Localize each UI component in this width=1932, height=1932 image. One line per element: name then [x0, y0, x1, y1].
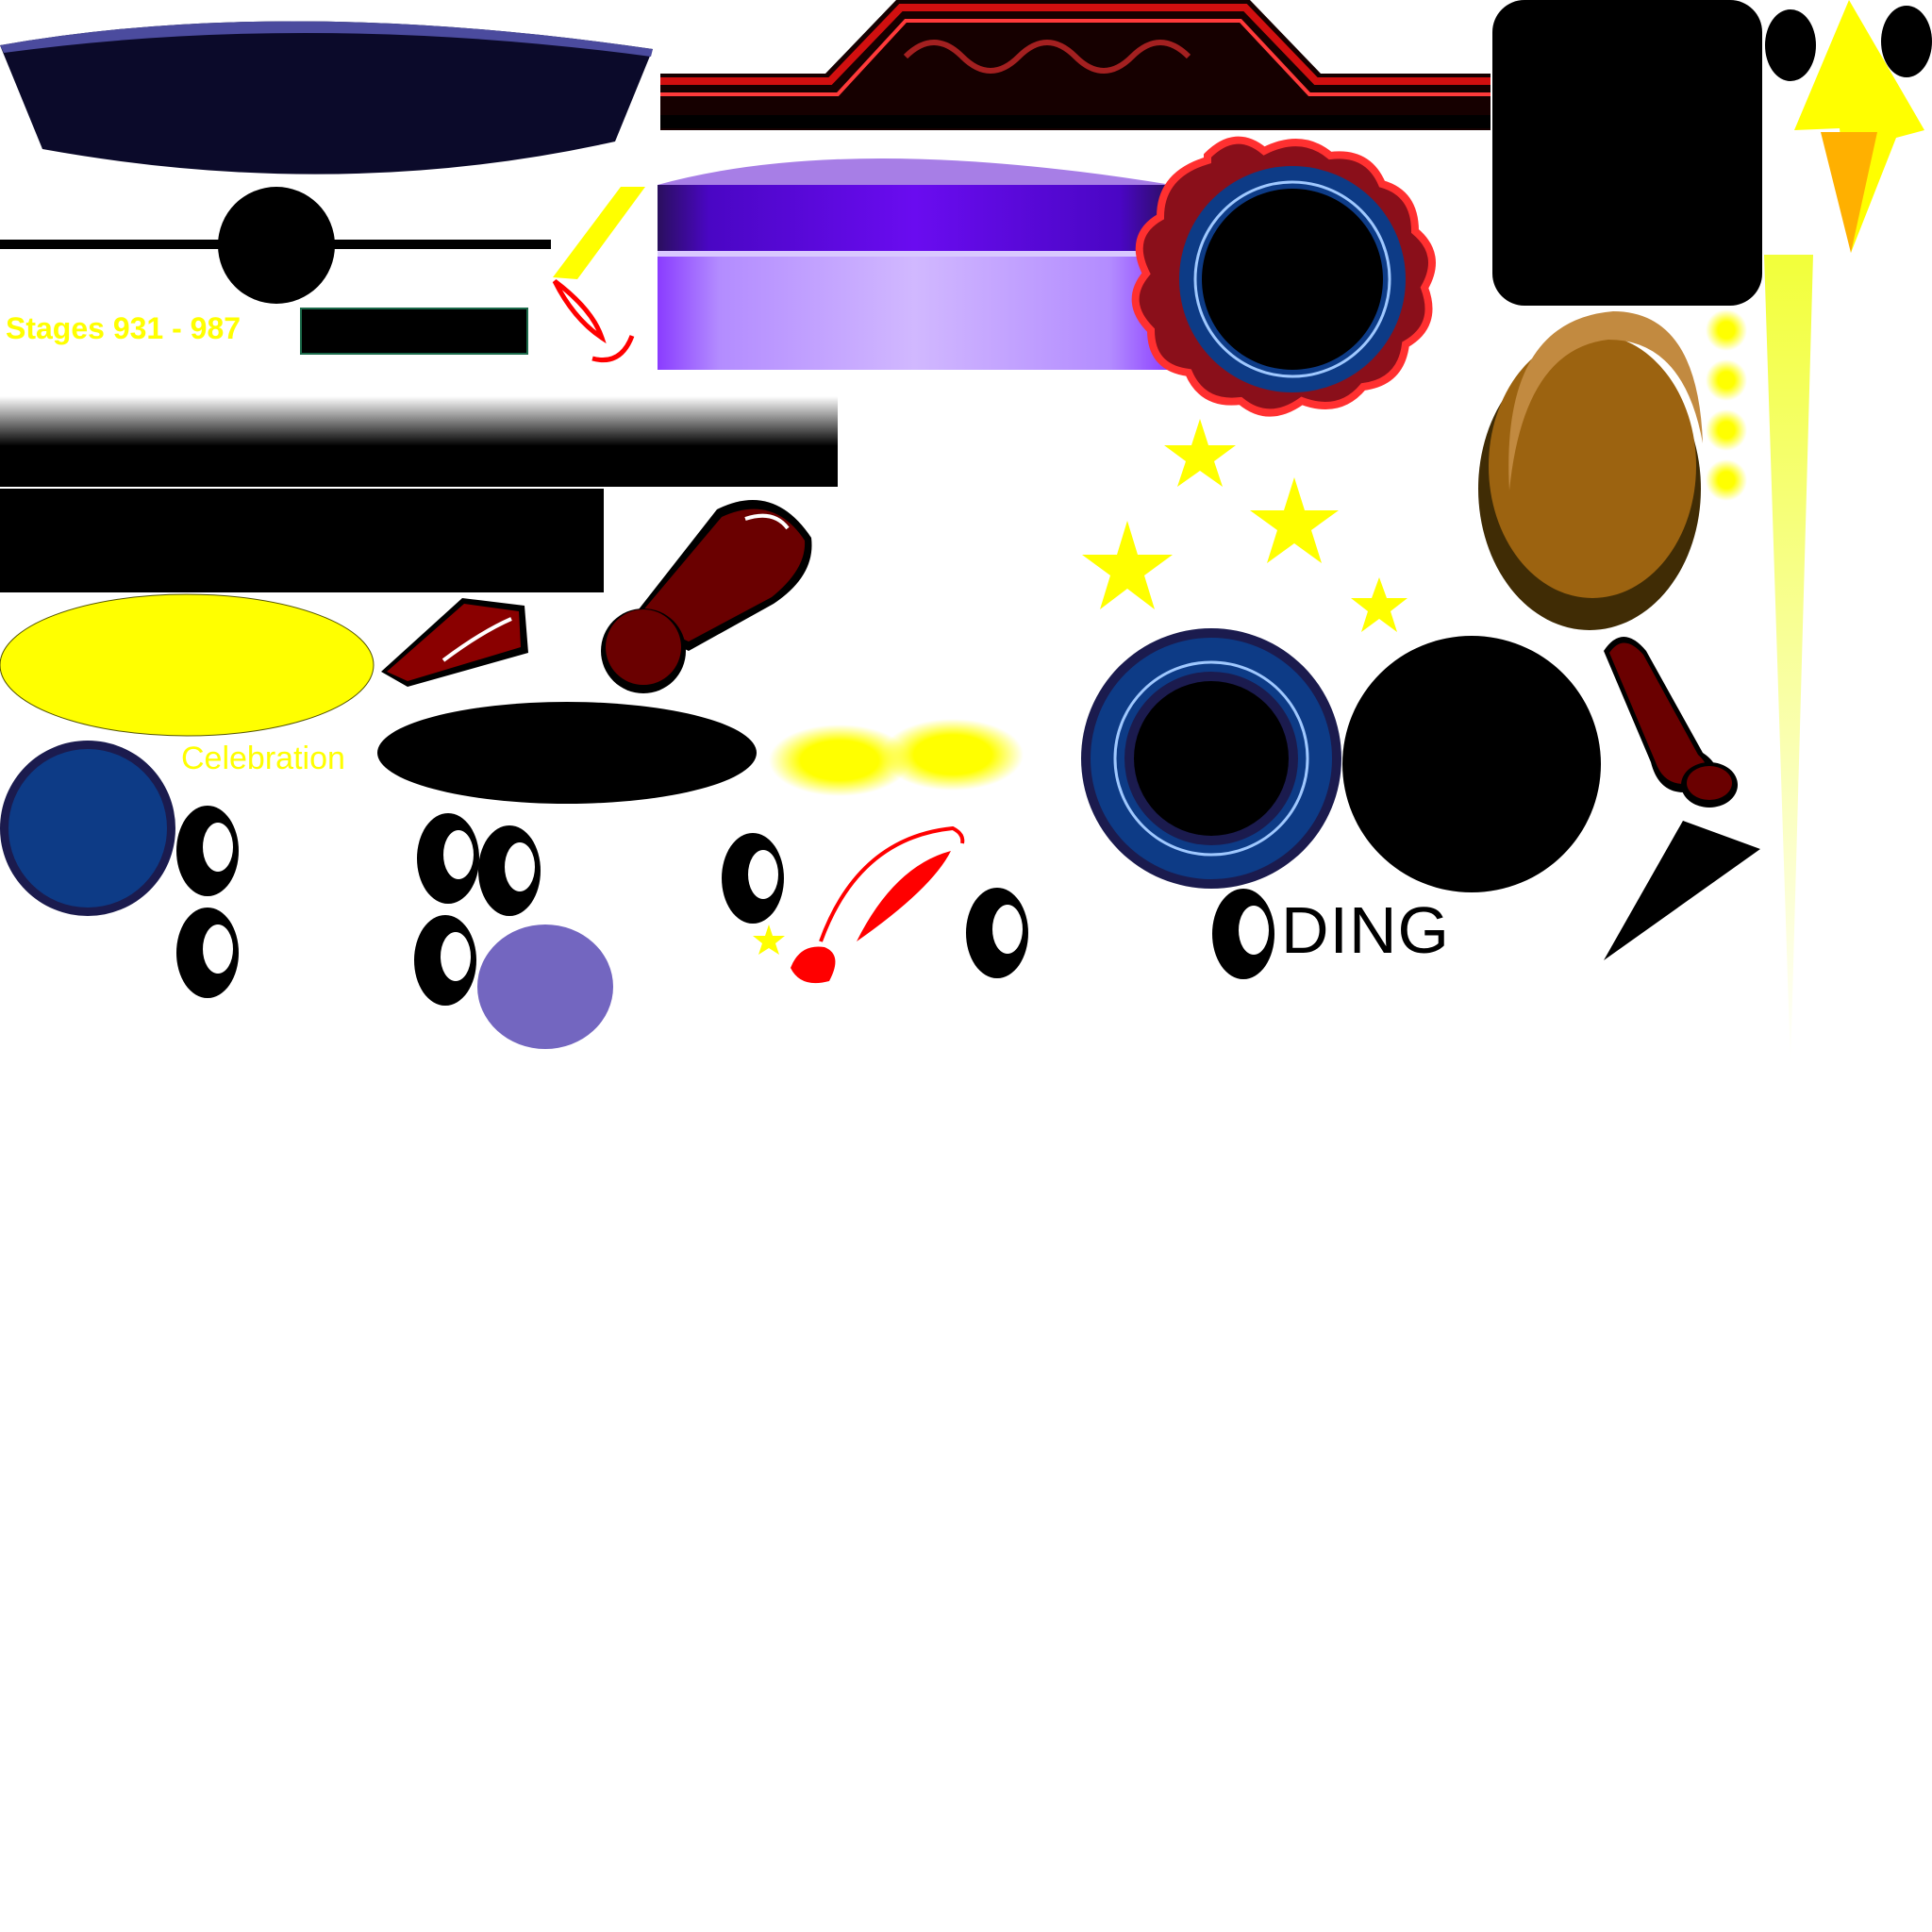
purple-panel-sprite	[658, 158, 1172, 370]
small-star-sprite	[753, 924, 785, 955]
eye-sprite	[414, 915, 476, 1006]
eye-sprite	[966, 888, 1028, 978]
eye-sprites	[176, 806, 1274, 1006]
stages-label-box	[300, 308, 528, 355]
black-square-sprite	[1492, 0, 1762, 306]
yellow-slash-sprite	[553, 187, 645, 279]
ding-label: DING	[1281, 893, 1450, 967]
periwinkle-disc-sprite	[477, 924, 613, 1049]
black-ellipse-sprite	[377, 702, 757, 804]
yellow-ellipse-sprite	[0, 593, 375, 737]
brush-sprite	[1604, 637, 1738, 808]
celebration-label: Celebration	[181, 741, 345, 776]
eye-sprite	[176, 908, 239, 998]
red-ring-sprite	[1131, 136, 1436, 417]
eye-sprite	[722, 833, 784, 924]
gradient-bar-sprite	[0, 396, 838, 487]
black-disc-sprite	[1342, 636, 1601, 892]
hammer-sprite	[601, 500, 812, 693]
gold-coin-sprite	[1478, 311, 1703, 630]
navy-banner-sprite	[0, 21, 653, 175]
ornate-red-frame-sprite	[660, 0, 1491, 130]
light-beam-sprite	[1764, 255, 1813, 1066]
slider-track-sprite	[0, 187, 551, 304]
eye-sprite	[1212, 889, 1274, 979]
black-bar-sprite	[0, 489, 604, 592]
eye-sprite	[417, 813, 479, 904]
red-swoosh-sprite	[552, 279, 635, 362]
eye-sprite	[176, 806, 239, 896]
eye-sprite	[478, 825, 541, 916]
glow-dots-sprite	[1706, 309, 1747, 501]
stars-cluster-sprite	[1082, 419, 1407, 632]
red-blob-sprite	[791, 946, 836, 984]
blade-sprite	[1604, 821, 1760, 960]
black-oval-sprite	[1881, 6, 1932, 77]
blue-disc-sprite	[0, 741, 175, 916]
red-curves-sprite	[857, 851, 951, 941]
blue-ring-sprite	[1081, 628, 1341, 889]
red-curves-sprite	[819, 825, 965, 942]
black-oval-sprite	[1765, 9, 1816, 81]
arrow-up-sprite	[1794, 0, 1924, 253]
wedge-sprite	[381, 598, 528, 687]
stages-label: Stages 931 - 987	[6, 311, 242, 345]
glow-blob-sprite	[769, 719, 1024, 796]
